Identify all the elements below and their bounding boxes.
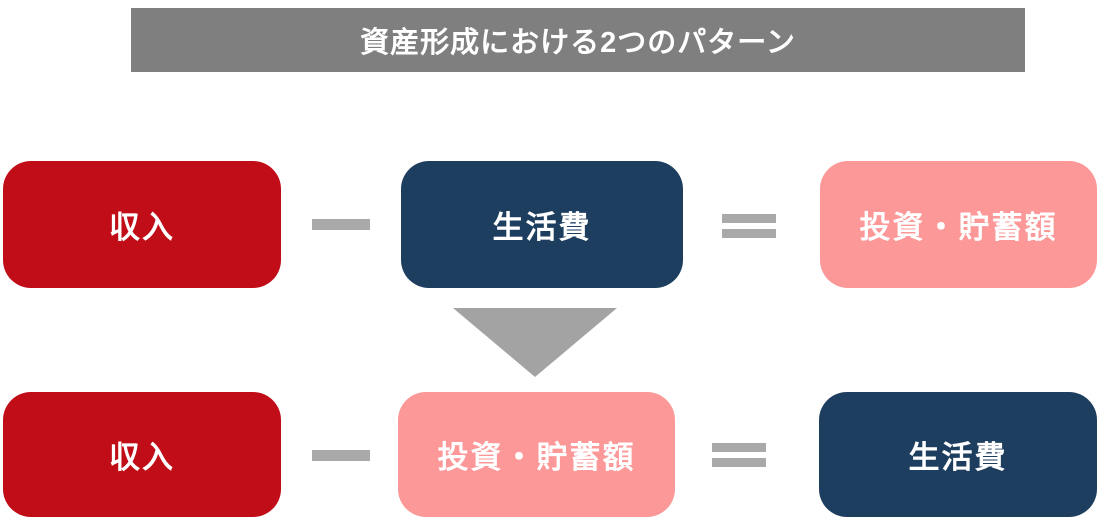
diagram-title: 資産形成における2つのパターン bbox=[360, 27, 796, 59]
minus-operator-row1-icon bbox=[312, 219, 370, 230]
equals-bar-top bbox=[712, 443, 766, 452]
down-arrow-icon bbox=[453, 308, 617, 377]
box-living-expenses-row2-label: 生活費 bbox=[908, 440, 1008, 475]
box-investment-savings-row2-label: 投資・貯蓄額 bbox=[437, 440, 636, 475]
title-bar: 資産形成における2つのパターン bbox=[131, 8, 1025, 72]
box-investment-savings-row1: 投資・貯蓄額 bbox=[820, 161, 1097, 288]
equals-bar-top bbox=[722, 214, 776, 223]
equals-bar-bottom bbox=[712, 458, 766, 467]
box-living-expenses-row1-label: 生活費 bbox=[492, 210, 592, 245]
box-living-expenses-row2: 生活費 bbox=[819, 392, 1097, 517]
box-investment-savings-row1-label: 投資・貯蓄額 bbox=[859, 210, 1058, 245]
equals-operator-row2-icon bbox=[712, 443, 766, 467]
box-income-row2: 収入 bbox=[3, 392, 281, 517]
box-income-row2-label: 収入 bbox=[109, 440, 175, 475]
box-income-row1: 収入 bbox=[3, 161, 281, 288]
minus-operator-row2-icon bbox=[312, 450, 370, 461]
box-living-expenses-row1: 生活費 bbox=[401, 161, 683, 288]
equals-bar-bottom bbox=[722, 229, 776, 238]
box-investment-savings-row2: 投資・貯蓄額 bbox=[398, 392, 675, 517]
equals-operator-row1-icon bbox=[722, 214, 776, 238]
box-income-row1-label: 収入 bbox=[109, 210, 175, 245]
